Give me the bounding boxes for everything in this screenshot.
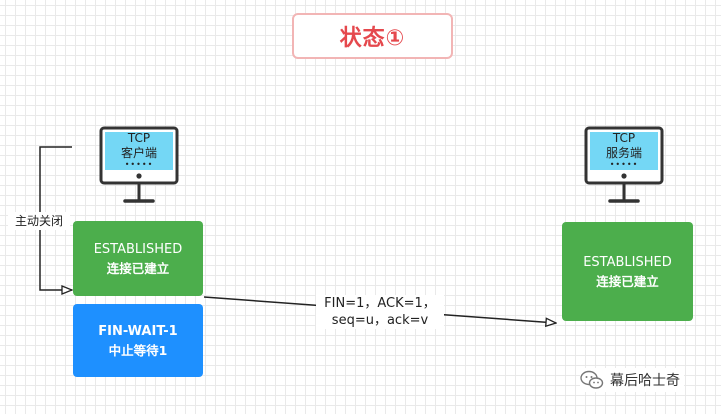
active-close-label: 主动关闭 xyxy=(8,212,70,230)
server-protocol: TCP xyxy=(612,131,636,145)
client-dots: ••••• xyxy=(124,160,154,169)
client-protocol: TCP xyxy=(127,131,151,145)
server-computer: TCP 服务端 ••••• xyxy=(584,126,664,206)
client-label: 客户端 xyxy=(120,146,157,160)
wechat-icon xyxy=(580,370,604,389)
server-dots: ••••• xyxy=(609,160,639,169)
watermark-text: 幕后哈士奇 xyxy=(610,373,680,389)
server-state-established: ESTABLISHED 连接已建立 xyxy=(562,222,693,321)
server-state-established-desc: 连接已建立 xyxy=(596,273,659,289)
client-computer: TCP 客户端 ••••• xyxy=(99,126,179,206)
computer-icon xyxy=(99,126,179,203)
fin-message-label: FIN=1，ACK=1， seq=u，ack=v xyxy=(316,295,444,329)
fin-message-flags: FIN=1，ACK=1， xyxy=(324,296,436,311)
client-state-established-desc: 连接已建立 xyxy=(106,260,170,276)
client-state-fin-wait-name: FIN-WAIT-1 xyxy=(98,323,178,339)
diagram-title: 状态① xyxy=(292,13,453,59)
client-state-fin-wait-desc: 中止等待1 xyxy=(108,342,168,358)
client-state-established-name: ESTABLISHED xyxy=(93,241,183,257)
server-state-established-name: ESTABLISHED xyxy=(583,254,672,270)
fin-message-seq: seq=u，ack=v xyxy=(331,313,429,328)
watermark: 幕后哈士奇 xyxy=(580,368,684,392)
client-state-established: ESTABLISHED 连接已建立 xyxy=(73,221,203,296)
client-state-fin-wait-1: FIN-WAIT-1 中止等待1 xyxy=(73,304,203,377)
server-label: 服务端 xyxy=(605,146,642,160)
computer-icon xyxy=(584,126,664,203)
